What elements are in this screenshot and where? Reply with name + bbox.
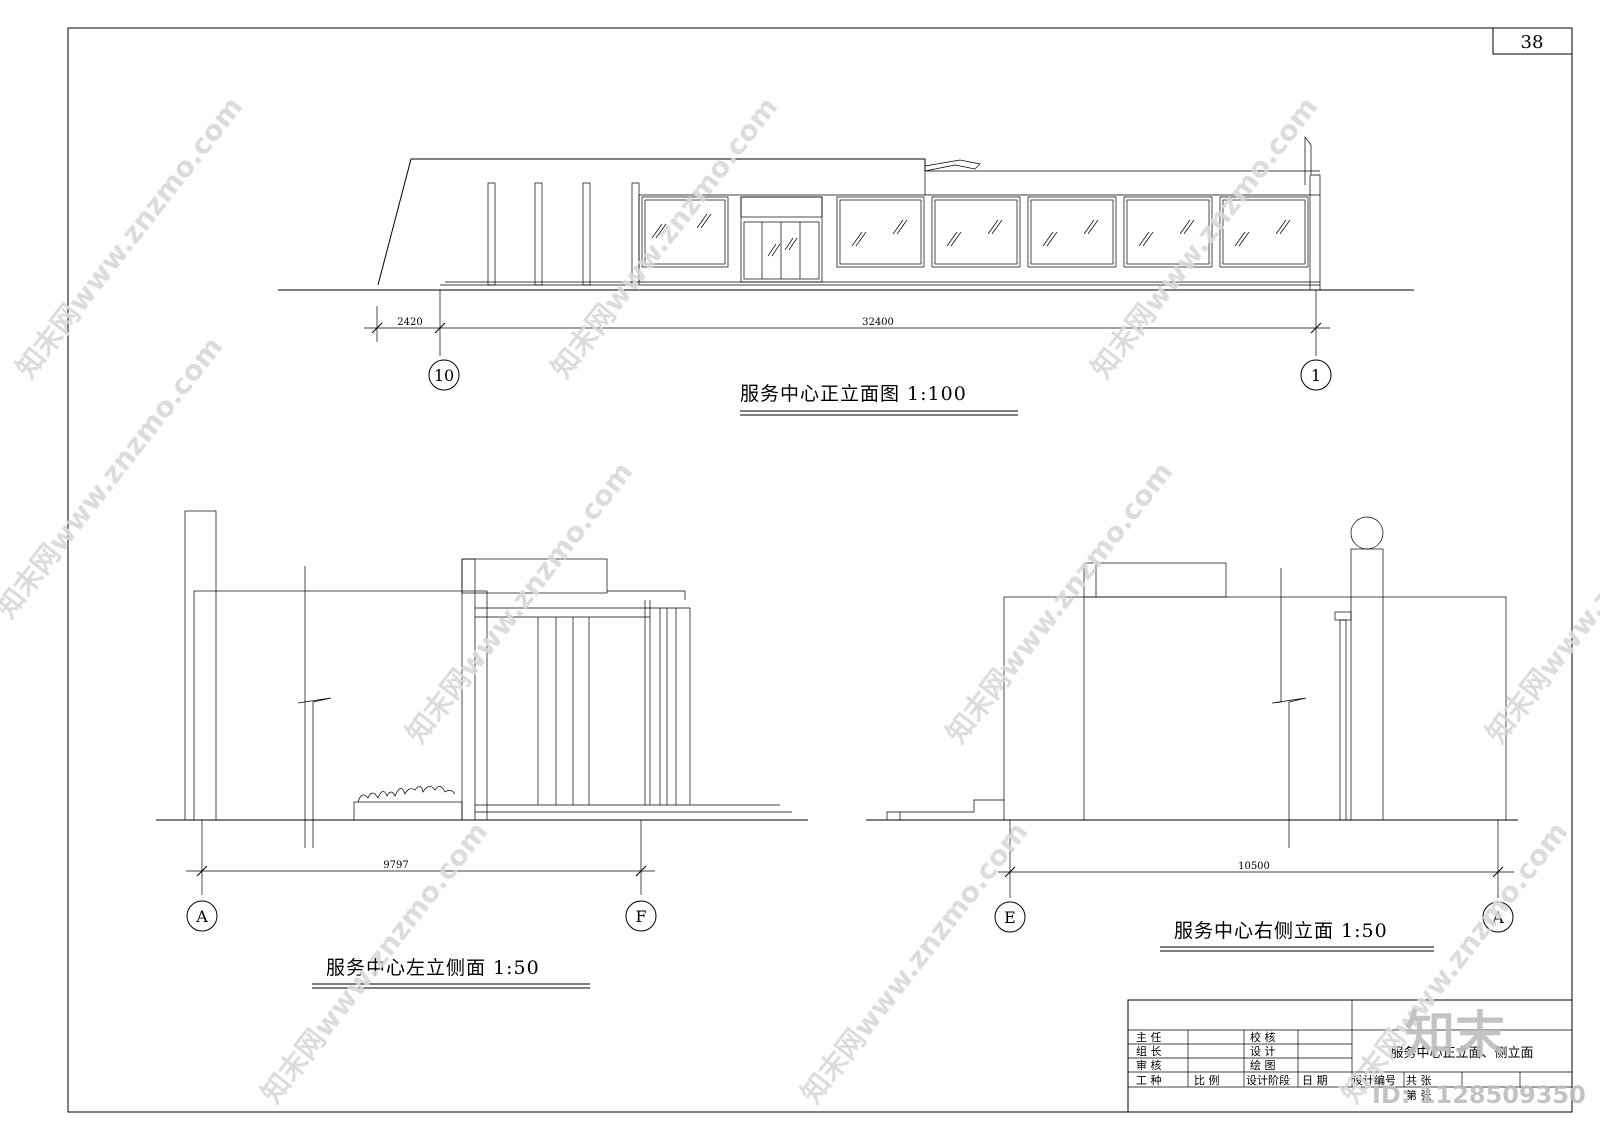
tb-drafter: 绘 图: [1250, 1058, 1276, 1072]
right-elevation: 10500 E A 服务中心右侧立面 1:50: [866, 516, 1518, 952]
front-elevation: 2420 32400 10 1 服务中心正立面图 1:100: [278, 135, 1414, 416]
watermark-text: 知末网www.znzmo.com: [545, 91, 785, 385]
left-axis-right: F: [625, 900, 657, 932]
front-dimension: 2420 32400: [364, 290, 1330, 356]
front-column: [582, 182, 591, 286]
front-window: [1027, 196, 1117, 268]
tb-date: 日 期: [1302, 1074, 1328, 1087]
right-tower-top: [1350, 516, 1384, 550]
right-dimension: 10500: [998, 820, 1514, 898]
right-break-line: [1271, 568, 1307, 848]
watermark-text: 知末网www.znzmo.com: [940, 456, 1180, 750]
right-axis-left-label: E: [1004, 908, 1016, 927]
right-wall: [1003, 596, 1507, 821]
right-axis-right-label: A: [1491, 908, 1504, 927]
tb-designer: 设 计: [1250, 1045, 1276, 1058]
left-pergola-slats: [537, 600, 691, 805]
left-wall: [193, 590, 488, 821]
tb-discipline: 工 种: [1136, 1073, 1162, 1087]
left-chimney: [184, 510, 217, 821]
tb-design-phase: 设计阶段: [1246, 1073, 1290, 1087]
left-elevation: 9797 A F 服务中心左立侧面 1:50: [156, 510, 808, 989]
front-column: [487, 182, 496, 286]
front-axis-right-label: 1: [1311, 366, 1321, 385]
watermark-logo: 知末: [1405, 1006, 1505, 1064]
front-window: [931, 196, 1021, 268]
sheet-number-box: [1492, 27, 1573, 55]
tb-scale: 比 例: [1194, 1073, 1220, 1087]
title-block: 主 任 校 核 组 长 设 计 审 核 绘 图 工 种 比 例 设计阶段 日 期…: [1127, 999, 1573, 1113]
front-roof-detail: [924, 159, 981, 172]
front-left-roof: [377, 158, 926, 286]
watermark-text: 知末网www.znzmo.com: [795, 816, 1035, 1110]
right-axis-left: E: [994, 901, 1026, 933]
right-elevation-title: 服务中心右侧立面 1:50: [1174, 920, 1388, 942]
left-planter: [353, 801, 463, 821]
tb-director: 主 任: [1136, 1031, 1162, 1044]
watermark-text: 知末网www.znzmo.com: [1085, 91, 1325, 385]
sheet-number: 38: [1521, 32, 1544, 53]
sheet-border: [67, 27, 1573, 1113]
front-right-fin: [1304, 135, 1321, 290]
right-downpipe: [1339, 619, 1347, 821]
front-dim-left: 2420: [397, 317, 422, 328]
right-tower: [1350, 548, 1384, 821]
watermark-id: ID: 1128509350: [1372, 1081, 1586, 1109]
left-dim: 9797: [383, 860, 408, 871]
front-window: [1219, 196, 1309, 268]
front-entrance-door: [740, 196, 823, 283]
watermark-text: 知末网www.znzmo.com: [1335, 816, 1575, 1110]
front-elevation-title: 服务中心正立面图 1:100: [740, 383, 967, 405]
tb-drawing-name: 服务中心正立面、侧立面: [1390, 1045, 1533, 1061]
front-window: [836, 196, 925, 268]
watermark-text: 知末网www.znzmo.com: [400, 456, 640, 750]
tb-reviewer: 审 核: [1136, 1058, 1162, 1072]
right-roof-block: [1083, 562, 1227, 598]
front-axis-left: 10: [428, 359, 460, 391]
left-canopy-beam: [607, 590, 686, 600]
left-elevation-title: 服务中心左立侧面 1:50: [326, 957, 540, 979]
right-axis-right: A: [1482, 901, 1514, 933]
front-window: [641, 196, 729, 268]
right-gutter: [1334, 611, 1352, 621]
tb-checker: 校 核: [1250, 1030, 1276, 1044]
front-dim-main: 32400: [862, 317, 894, 328]
left-planter-shrubs: [357, 786, 456, 803]
left-axis-left-label: A: [195, 907, 208, 926]
tb-team-lead: 组 长: [1136, 1044, 1162, 1058]
left-break-line: [297, 566, 332, 848]
front-axis-right: 1: [1300, 359, 1332, 391]
front-axis-left-label: 10: [434, 366, 454, 385]
tb-sheet-no: 第 张: [1406, 1088, 1432, 1102]
left-dimension: 9797: [186, 820, 655, 895]
front-window: [1123, 196, 1213, 268]
tb-design-number: 设计编号: [1352, 1073, 1396, 1087]
left-axis-right-label: F: [635, 907, 646, 926]
left-canopy-column: [461, 558, 476, 821]
front-column: [534, 182, 543, 286]
tb-total-sheets: 共 张: [1406, 1074, 1432, 1087]
left-axis-left: A: [186, 900, 218, 932]
right-step: [886, 799, 1004, 820]
watermark-text: 知末网www.znzmo.com: [1480, 456, 1600, 750]
right-dim: 10500: [1238, 861, 1270, 872]
